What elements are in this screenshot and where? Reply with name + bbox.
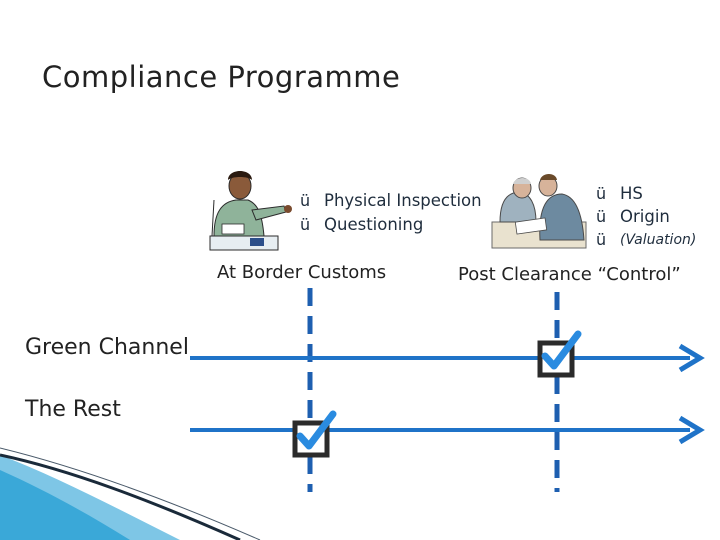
list-item: ü HS <box>596 184 643 203</box>
tick-icon: ü <box>596 207 607 226</box>
tick-icon: ü <box>596 184 607 203</box>
inspectors-icon <box>491 174 587 249</box>
list-item: ü Origin <box>596 207 670 226</box>
tick-icon: ü <box>300 214 311 234</box>
post-clearance-heading: Post Clearance “Control” <box>458 264 681 285</box>
checked-box-icon <box>292 410 337 458</box>
list-item: ü Questioning <box>300 214 424 234</box>
slide-title: Compliance Programme <box>42 60 401 94</box>
customs-officer-icon <box>209 171 292 251</box>
corner-swoosh <box>0 447 261 540</box>
the-rest-label: The Rest <box>25 397 121 422</box>
border-checks-list: ü Physical Inspection ü Questioning <box>300 188 482 236</box>
green-channel-arrow <box>190 343 705 373</box>
list-item: ü Physical Inspection <box>300 190 482 210</box>
list-item: ü (Valuation) <box>596 230 697 249</box>
border-customs-heading: At Border Customs <box>217 262 387 283</box>
green-channel-label: Green Channel <box>25 335 189 360</box>
checked-box-icon <box>537 330 582 378</box>
tick-icon: ü <box>596 230 607 249</box>
tick-icon: ü <box>300 190 311 210</box>
post-clearance-checks-list: ü HS ü Origin ü (Valuation) <box>596 182 696 251</box>
the-rest-arrow <box>190 415 705 445</box>
